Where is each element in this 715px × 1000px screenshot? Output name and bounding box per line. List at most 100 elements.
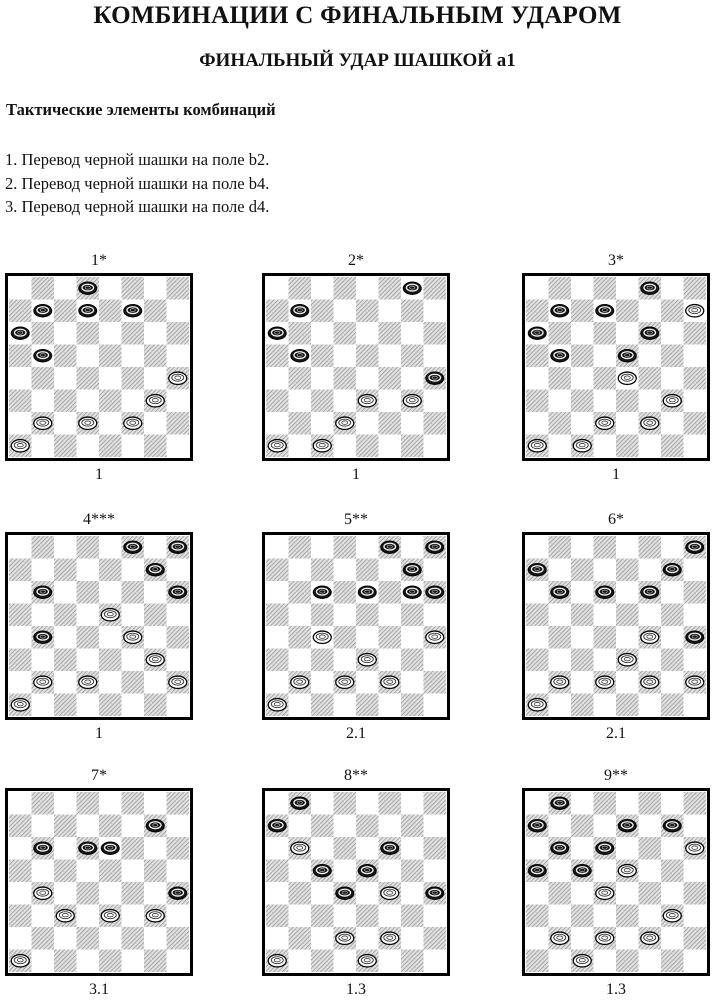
black-checker bbox=[425, 585, 445, 599]
black-checker bbox=[33, 630, 53, 644]
black-checker bbox=[662, 563, 682, 577]
dark-square bbox=[661, 859, 684, 882]
dark-square bbox=[526, 299, 549, 322]
black-checker bbox=[402, 563, 422, 577]
dark-square bbox=[288, 322, 311, 345]
dark-square bbox=[311, 558, 334, 581]
dark-square bbox=[166, 412, 189, 435]
dark-square bbox=[526, 344, 549, 367]
white-checker bbox=[78, 416, 98, 431]
white-checker bbox=[10, 953, 30, 968]
dark-square bbox=[9, 344, 32, 367]
dark-square bbox=[401, 603, 424, 626]
white-checker bbox=[640, 675, 660, 690]
diagram-number: 8** bbox=[344, 767, 368, 784]
dark-square bbox=[593, 277, 616, 300]
dark-square bbox=[266, 904, 289, 927]
dark-square bbox=[593, 367, 616, 390]
dark-square bbox=[144, 693, 167, 716]
dark-square bbox=[9, 904, 32, 927]
dark-square bbox=[333, 837, 356, 860]
dark-square bbox=[378, 626, 401, 649]
checkerboard bbox=[262, 532, 450, 720]
dark-square bbox=[333, 792, 356, 815]
black-checker bbox=[527, 326, 547, 340]
white-checker bbox=[168, 675, 188, 690]
diagram-number: 3* bbox=[608, 252, 624, 269]
white-checker bbox=[123, 416, 143, 431]
dark-square bbox=[356, 693, 379, 716]
dark-square bbox=[683, 581, 706, 604]
dark-square bbox=[99, 814, 122, 837]
checkerboard bbox=[5, 788, 193, 976]
dark-square bbox=[54, 693, 77, 716]
dark-square bbox=[616, 693, 639, 716]
white-checker bbox=[55, 908, 75, 923]
dark-square bbox=[593, 536, 616, 559]
white-checker bbox=[10, 438, 30, 453]
dark-square bbox=[99, 434, 122, 457]
white-checker bbox=[662, 393, 682, 408]
white-checker bbox=[380, 886, 400, 901]
dark-square bbox=[288, 412, 311, 435]
diagram-reference: 1.3 bbox=[346, 981, 366, 998]
white-checker bbox=[550, 931, 570, 946]
white-checker bbox=[10, 697, 30, 712]
black-checker bbox=[572, 864, 592, 878]
dark-square bbox=[378, 792, 401, 815]
dark-square bbox=[266, 344, 289, 367]
page-subtitle: ФИНАЛЬНЫЙ УДАР ШАШКОЙ а1 bbox=[199, 50, 516, 71]
black-checker bbox=[527, 864, 547, 878]
white-checker bbox=[357, 652, 377, 667]
dark-square bbox=[593, 792, 616, 815]
white-checker bbox=[595, 675, 615, 690]
dark-square bbox=[166, 837, 189, 860]
diagram-reference: 1 bbox=[95, 725, 103, 742]
dark-square bbox=[548, 322, 571, 345]
white-checker bbox=[685, 303, 705, 318]
dark-square bbox=[616, 558, 639, 581]
diagram-number: 4*** bbox=[83, 511, 115, 528]
black-checker bbox=[145, 819, 165, 833]
dark-square bbox=[9, 648, 32, 671]
white-checker bbox=[595, 931, 615, 946]
dark-square bbox=[683, 927, 706, 950]
dark-square bbox=[526, 949, 549, 972]
dark-square bbox=[356, 904, 379, 927]
black-checker bbox=[335, 886, 355, 900]
white-checker bbox=[595, 886, 615, 901]
dark-square bbox=[356, 344, 379, 367]
black-checker bbox=[425, 540, 445, 554]
dark-square bbox=[99, 299, 122, 322]
dark-square bbox=[9, 859, 32, 882]
dark-square bbox=[121, 927, 144, 950]
black-checker bbox=[290, 796, 310, 810]
dark-square bbox=[76, 882, 99, 905]
dark-square bbox=[333, 277, 356, 300]
black-checker bbox=[290, 349, 310, 363]
checkerboard bbox=[522, 273, 710, 461]
diagram-number: 5** bbox=[344, 511, 368, 528]
white-checker bbox=[572, 438, 592, 453]
dark-square bbox=[571, 648, 594, 671]
black-checker bbox=[685, 630, 705, 644]
dark-square bbox=[616, 603, 639, 626]
dark-square bbox=[571, 603, 594, 626]
dark-square bbox=[31, 277, 54, 300]
dark-square bbox=[401, 299, 424, 322]
white-checker bbox=[290, 675, 310, 690]
dark-square bbox=[54, 299, 77, 322]
white-checker bbox=[527, 697, 547, 712]
black-checker bbox=[662, 819, 682, 833]
white-checker bbox=[617, 652, 637, 667]
dark-square bbox=[333, 322, 356, 345]
dark-square bbox=[661, 299, 684, 322]
dark-square bbox=[54, 949, 77, 972]
black-checker bbox=[33, 349, 53, 363]
dark-square bbox=[9, 558, 32, 581]
black-checker bbox=[550, 585, 570, 599]
black-checker bbox=[123, 304, 143, 318]
dark-square bbox=[356, 434, 379, 457]
black-checker bbox=[168, 540, 188, 554]
dark-square bbox=[121, 277, 144, 300]
